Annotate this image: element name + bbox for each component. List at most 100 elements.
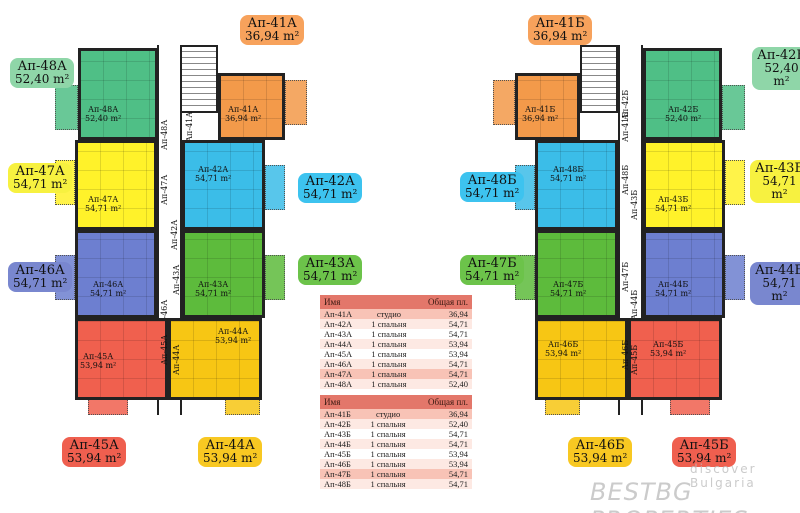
cell-name: Ап-45Б — [324, 449, 351, 459]
apartment-units_right-4[interactable] — [535, 230, 618, 318]
cell-name: Ап-47Б — [320, 469, 363, 479]
balcony — [670, 398, 710, 415]
cell-area: 54,71 — [414, 369, 472, 379]
apartment-name: Ап-42А — [197, 165, 229, 174]
apartment-units_left-6[interactable] — [75, 318, 168, 400]
apartment-units_left-4[interactable] — [75, 230, 157, 318]
cell-name: Ап-48Б — [320, 479, 363, 489]
cell-name: Ап-46А — [320, 359, 364, 369]
cell-type: 1 спальня — [371, 349, 407, 359]
callout-area: 53,94 m² — [677, 451, 732, 465]
balcony — [225, 398, 260, 415]
apartment-units_left-5[interactable] — [182, 230, 265, 318]
cell-type: 1 спальня — [363, 379, 415, 389]
callout-name: Ап-47А — [15, 164, 65, 179]
cell-type: 1 спальня — [363, 339, 415, 349]
callout-area: 54,71 m² — [13, 177, 68, 191]
cell-name: Ап-46Б — [320, 459, 363, 469]
cell-name: Ап-48А — [320, 379, 364, 389]
door-label: Ап-42А — [170, 219, 179, 250]
callout-name: Ап-45Б — [679, 438, 729, 453]
header-name: Имя — [320, 295, 364, 309]
balcony — [545, 398, 580, 415]
apartment-units_right-5[interactable] — [643, 230, 725, 318]
apartment-units_left-0[interactable] — [78, 48, 158, 140]
door-label: Ап-44Б — [630, 289, 639, 320]
header-type — [363, 295, 415, 309]
staircase-left — [180, 45, 218, 113]
cell-type: 1 спальня — [362, 439, 415, 449]
callout-area: 36,94 m² — [245, 29, 300, 43]
door-label: Ап-47Б — [621, 261, 630, 292]
callout-area: 52,40 m² — [15, 72, 70, 86]
balcony — [725, 160, 745, 205]
cell-type: 1 спальня — [362, 459, 415, 469]
balcony — [493, 80, 515, 125]
cell-name: Ап-41Б — [320, 409, 363, 419]
apartment-units_right-2[interactable] — [535, 140, 618, 230]
cell-name: Ап-43А — [324, 329, 353, 339]
apartment-units_left-1[interactable] — [218, 73, 285, 140]
callout-area: 54,71 m² — [13, 276, 68, 290]
apartment-area: 53,94 m² — [545, 349, 582, 358]
staircase-right — [580, 45, 618, 113]
callout-name: Ап-46Б — [575, 438, 625, 453]
apartment-units_left-2[interactable] — [75, 140, 157, 230]
apartment-area: 53,94 m² — [215, 336, 252, 345]
balcony — [285, 80, 307, 125]
apartment-name: Ап-42Б — [668, 105, 699, 114]
cell-area: 36,94 — [414, 409, 472, 419]
apartment-name: Ап-47А — [87, 195, 119, 204]
apartment-units_right-7[interactable] — [628, 318, 722, 400]
cell-name: Ап-44А — [320, 339, 364, 349]
apartment-units_right-3[interactable] — [643, 140, 725, 230]
apartment-units_right-0[interactable] — [515, 73, 580, 140]
apartment-units_left-3[interactable] — [182, 140, 265, 230]
watermark-tagline: discover Bulgaria — [690, 462, 757, 490]
apartment-units_right-1[interactable] — [643, 48, 722, 140]
door-label: Ап-48Б — [621, 164, 630, 195]
apartment-area: 54,71 m² — [85, 204, 122, 213]
cell-area: 54,71 — [414, 479, 472, 489]
apartment-name: Ап-45А — [82, 352, 114, 361]
cell-area: 36,94 — [414, 309, 472, 319]
apartment-units_left-7[interactable] — [168, 318, 262, 400]
cell-type: 1 спальня — [363, 369, 415, 379]
apartment-units_right-6[interactable] — [535, 318, 628, 400]
apartment-area: 52,40 m² — [85, 114, 122, 123]
cell-type: 1 спальня — [371, 329, 407, 339]
